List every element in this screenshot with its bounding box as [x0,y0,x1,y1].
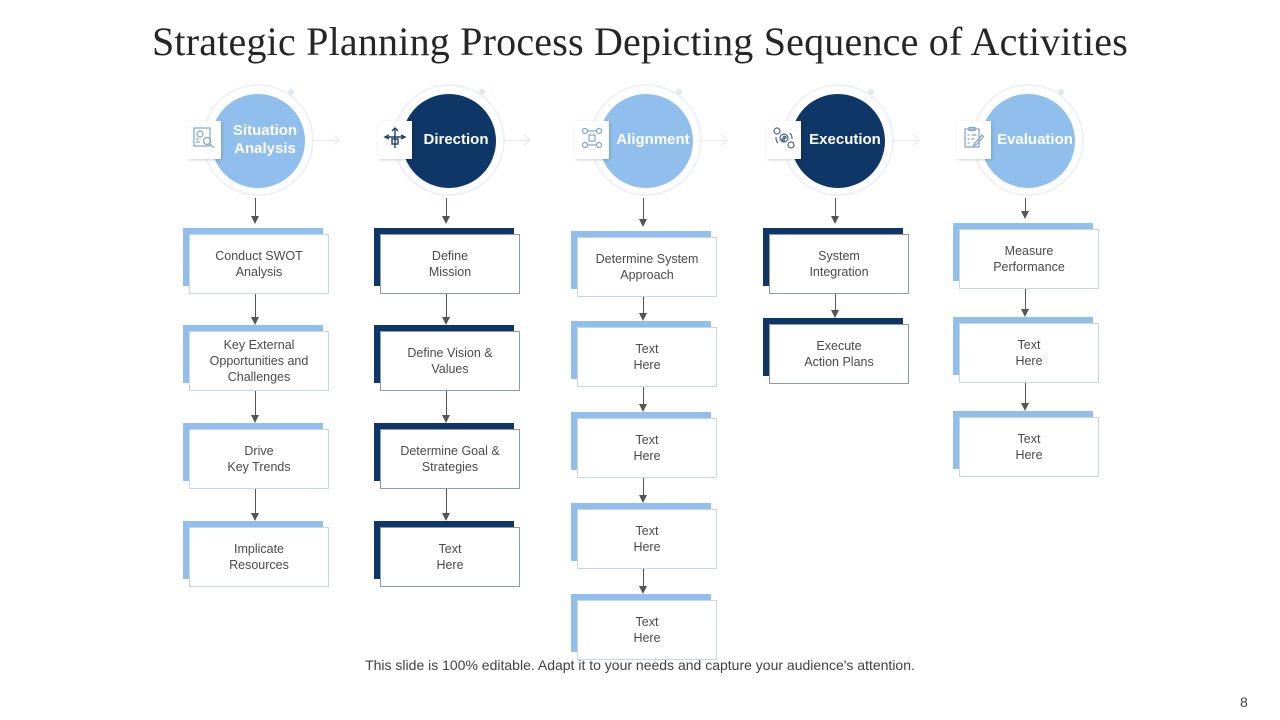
icon-tile [957,121,991,159]
page-number: 8 [1240,694,1248,710]
step-box[interactable]: Conduct SWOT Analysis [189,234,329,294]
flow-arrow-line [255,198,256,216]
arrow-down-icon [442,415,450,423]
arrow-down-icon [639,219,647,227]
step-box[interactable]: Text Here [577,600,717,660]
execution-gears-dollar-icon [772,126,796,155]
icon-tile [378,121,412,159]
stage-connector-arrow [503,140,529,141]
step-box[interactable]: Text Here [959,417,1099,477]
stage-circle[interactable] [211,94,305,188]
step-box[interactable]: Execute Action Plans [769,324,909,384]
arrow-down-icon [442,317,450,325]
flow-arrow-line [446,198,447,216]
arrow-down-icon [639,495,647,503]
arrow-down-icon [251,317,259,325]
flow-arrow-line [835,294,836,310]
step-box[interactable]: Determine Goal & Strategies [380,429,520,489]
stage-label: Direction [423,131,489,148]
stage-label: Execution [809,131,881,148]
flow-arrow-line [255,391,256,415]
stage-circle[interactable] [791,94,885,188]
slide-title: Strategic Planning Process Depicting Seq… [151,19,1129,64]
flow-arrow-line [643,297,644,313]
arrow-down-icon [251,216,259,224]
arrow-down-icon [1021,211,1029,219]
arrow-down-icon [1021,309,1029,317]
stage-connector-arrow [700,140,726,141]
stage-connector-arrow [312,140,338,141]
arrow-down-icon [639,586,647,594]
stage-label: Evaluation [997,131,1073,148]
evaluation-checklist-icon [962,126,986,155]
step-box[interactable]: Define Vision & Values [380,331,520,391]
flow-arrow-line [446,391,447,415]
icon-tile [767,121,801,159]
stage-circle[interactable] [981,94,1075,188]
flow-arrow-line [835,198,836,216]
flow-arrow-line [1025,289,1026,309]
step-box[interactable]: Key External Opportunities and Challenge… [189,331,329,391]
flow-arrow-line [255,489,256,513]
flow-arrow-line [643,478,644,495]
footer-note: This slide is 100% editable. Adapt it to… [365,657,915,673]
stage-connector-arrow [892,140,918,141]
analysis-chart-magnifier-icon [192,126,216,155]
flow-arrow-line [643,569,644,586]
step-box[interactable]: Determine System Approach [577,237,717,297]
flow-arrow-line [1025,198,1026,211]
ring-dot [1058,89,1064,95]
arrow-down-icon [639,313,647,321]
ring-dot [868,89,874,95]
alignment-network-icon [580,126,604,155]
direction-signpost-icon [383,126,407,155]
arrow-down-icon [251,513,259,521]
step-box[interactable]: Define Mission [380,234,520,294]
arrow-down-icon [639,404,647,412]
ring-dot [479,89,485,95]
step-box[interactable]: Text Here [577,327,717,387]
flow-arrow-line [255,294,256,317]
icon-tile [187,121,221,159]
step-box[interactable]: Text Here [577,418,717,478]
arrow-down-icon [831,216,839,224]
step-box[interactable]: Text Here [380,527,520,587]
arrow-down-icon [1021,403,1029,411]
flow-arrow-line [643,198,644,219]
icon-tile [575,121,609,159]
step-box[interactable]: Measure Performance [959,229,1099,289]
stage-circle[interactable] [599,94,693,188]
step-box[interactable]: Text Here [577,509,717,569]
step-box[interactable]: Text Here [959,323,1099,383]
ring-dot [676,89,682,95]
flow-arrow-line [446,489,447,513]
step-box[interactable]: Implicate Resources [189,527,329,587]
flow-arrow-line [446,294,447,317]
step-box[interactable]: Drive Key Trends [189,429,329,489]
flow-arrow-line [1025,383,1026,403]
stage-label: Alignment [616,131,690,148]
arrow-down-icon [442,216,450,224]
stage-label: Situation Analysis [232,122,298,157]
arrow-down-icon [442,513,450,521]
flow-arrow-line [643,387,644,404]
arrow-down-icon [251,415,259,423]
stage-circle[interactable] [402,94,496,188]
step-box[interactable]: System Integration [769,234,909,294]
arrow-down-icon [831,310,839,318]
ring-dot [288,89,294,95]
